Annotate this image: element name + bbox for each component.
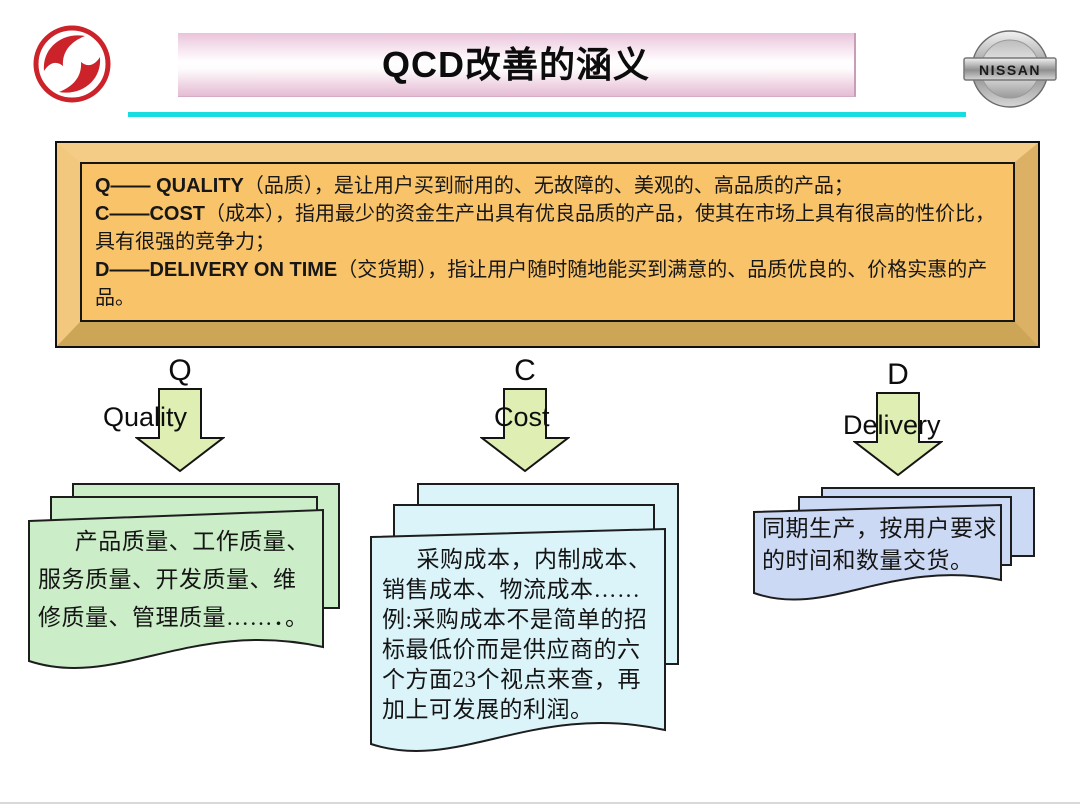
cost-sheet-front — [370, 527, 666, 752]
delivery-sheet-front — [753, 503, 1002, 601]
definition-box-panel: Q—— QUALITY（品质），是让用户买到耐用的、无故障的、美观的、高品质的产… — [80, 162, 1015, 322]
dongfeng-logo-icon — [33, 25, 111, 103]
definition-delivery-term: D——DELIVERY ON TIME — [95, 259, 338, 281]
definition-delivery: D——DELIVERY ON TIME（交货期），指让用户随时随地能买到满意的、… — [95, 256, 1000, 312]
nissan-wordmark: NISSAN — [979, 62, 1041, 78]
definition-cost-text: （成本），指用最少的资金生产出具有优良品质的产品，使其在市场上具有很高的性价比，… — [95, 203, 995, 253]
title-banner: QCD改善的涵义 — [178, 33, 856, 97]
delivery-word: Delivery — [843, 410, 941, 440]
quality-note-stack: 产品质量、工作质量、服务质量、开发质量、维修质量、管理质量……．。 — [28, 483, 348, 693]
delivery-letter: D — [887, 358, 909, 391]
cost-letter: C — [514, 354, 536, 387]
delivery-down-arrow-icon — [853, 392, 943, 477]
cost-arrow-group: C Cost — [480, 354, 570, 488]
delivery-note-stack: 同期生产，按用户要求的时间和数量交货。 — [753, 487, 1043, 617]
quality-arrow-group: Q Quality — [103, 354, 225, 488]
cost-note-stack: 采购成本，内制成本、销售成本、物流成本……例:采购成本不是简单的招标最低价而是供… — [370, 483, 715, 778]
slide-bottom-edge — [0, 802, 1080, 804]
page-title: QCD改善的涵义 — [382, 44, 650, 85]
definition-quality: Q—— QUALITY（品质），是让用户买到耐用的、无故障的、美观的、高品质的产… — [95, 172, 1000, 200]
cost-down-arrow-icon — [480, 388, 570, 473]
delivery-arrow-group: D Delivery — [843, 358, 943, 492]
quality-word: Quality — [103, 402, 188, 432]
qcd-definition-box: Q—— QUALITY（品质），是让用户买到耐用的、无故障的、美观的、高品质的产… — [55, 141, 1040, 348]
cost-word: Cost — [494, 402, 550, 432]
definition-box-frame: Q—— QUALITY（品质），是让用户买到耐用的、无故障的、美观的、高品质的产… — [57, 143, 1038, 346]
cost-note-text: 采购成本，内制成本、销售成本、物流成本……例:采购成本不是简单的招标最低价而是供… — [382, 547, 652, 722]
quality-sheet-front — [28, 508, 324, 669]
quality-letter: Q — [168, 354, 192, 387]
definition-quality-text: （品质），是让用户买到耐用的、无故障的、美观的、高品质的产品； — [243, 175, 854, 197]
quality-down-arrow-icon — [135, 388, 225, 473]
definition-quality-term: Q—— QUALITY — [95, 175, 244, 197]
nissan-logo-icon: NISSAN — [963, 30, 1057, 108]
quality-note-text: 产品质量、工作质量、服务质量、开发质量、维修质量、管理质量……．。 — [38, 529, 310, 630]
definition-delivery-text: （交货期），指让用户随时随地能买到满意的、品质优良的、价格实惠的产品。 — [95, 259, 988, 309]
definition-cost-term: C——COST — [95, 203, 205, 225]
definition-cost: C——COST（成本），指用最少的资金生产出具有优良品质的产品，使其在市场上具有… — [95, 200, 1000, 256]
title-underline — [128, 112, 966, 117]
delivery-note-text: 同期生产，按用户要求的时间和数量交货。 — [762, 516, 997, 573]
